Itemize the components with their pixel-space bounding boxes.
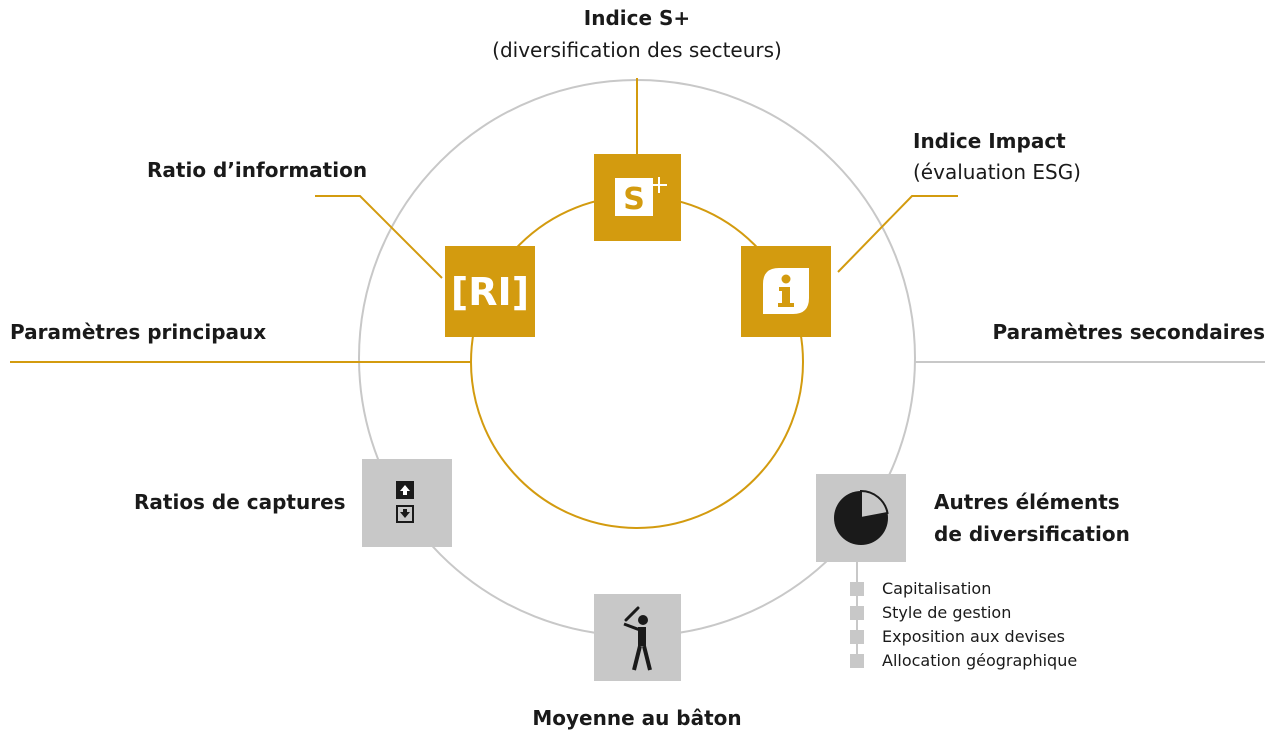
ratios-captures-label: Ratios de captures: [134, 490, 346, 514]
ratio-information-label: Ratio d’information: [147, 158, 368, 182]
batter-icon: [594, 594, 681, 681]
list-bullet: [850, 582, 864, 596]
list-bullet: [850, 606, 864, 620]
list-bullet: [850, 654, 864, 668]
capture-arrows-icon: [362, 459, 452, 547]
autres-elements-line1: Autres éléments: [934, 490, 1120, 514]
autres-elements-line2: de diversification: [934, 522, 1130, 546]
indice-impact-subtitle: (évaluation ESG): [913, 160, 1081, 184]
pie-chart-icon: [816, 474, 906, 562]
indice-s-plus-title: Indice S+: [583, 6, 691, 30]
moyenne-baton-label: Moyenne au bâton: [532, 706, 742, 730]
list-item-allocation-geographique: Allocation géographique: [882, 651, 1078, 670]
s-plus-icon: S: [594, 154, 681, 241]
list-item-capitalisation: Capitalisation: [882, 579, 992, 598]
list-item-exposition-devises: Exposition aux devises: [882, 627, 1065, 646]
parametres-secondaires-label: Paramètres secondaires: [992, 320, 1265, 344]
list-item-style-gestion: Style de gestion: [882, 603, 1012, 622]
indice-impact-title: Indice Impact: [913, 129, 1066, 153]
ri-icon: [RI]: [445, 246, 535, 337]
list-bullet: [850, 630, 864, 644]
svg-text:S: S: [623, 182, 645, 217]
indice-s-plus-subtitle: (diversification des secteurs): [492, 38, 782, 62]
info-leaf-icon: [741, 246, 831, 337]
parametres-principaux-label: Paramètres principaux: [10, 320, 267, 344]
